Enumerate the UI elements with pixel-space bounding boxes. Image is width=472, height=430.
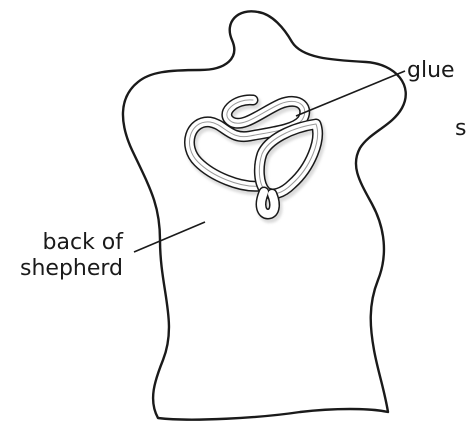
cut-off-label: s bbox=[455, 116, 466, 142]
back-label-line-2: shepherd bbox=[20, 256, 123, 282]
glue-leader-line bbox=[296, 71, 405, 116]
glue-label: glue bbox=[407, 58, 455, 84]
glue-bead bbox=[189, 100, 317, 214]
back-of-shepherd-label: back of shepherd bbox=[20, 230, 123, 282]
back-leader-line bbox=[134, 222, 205, 252]
back-label-line-1: back of bbox=[20, 230, 123, 256]
